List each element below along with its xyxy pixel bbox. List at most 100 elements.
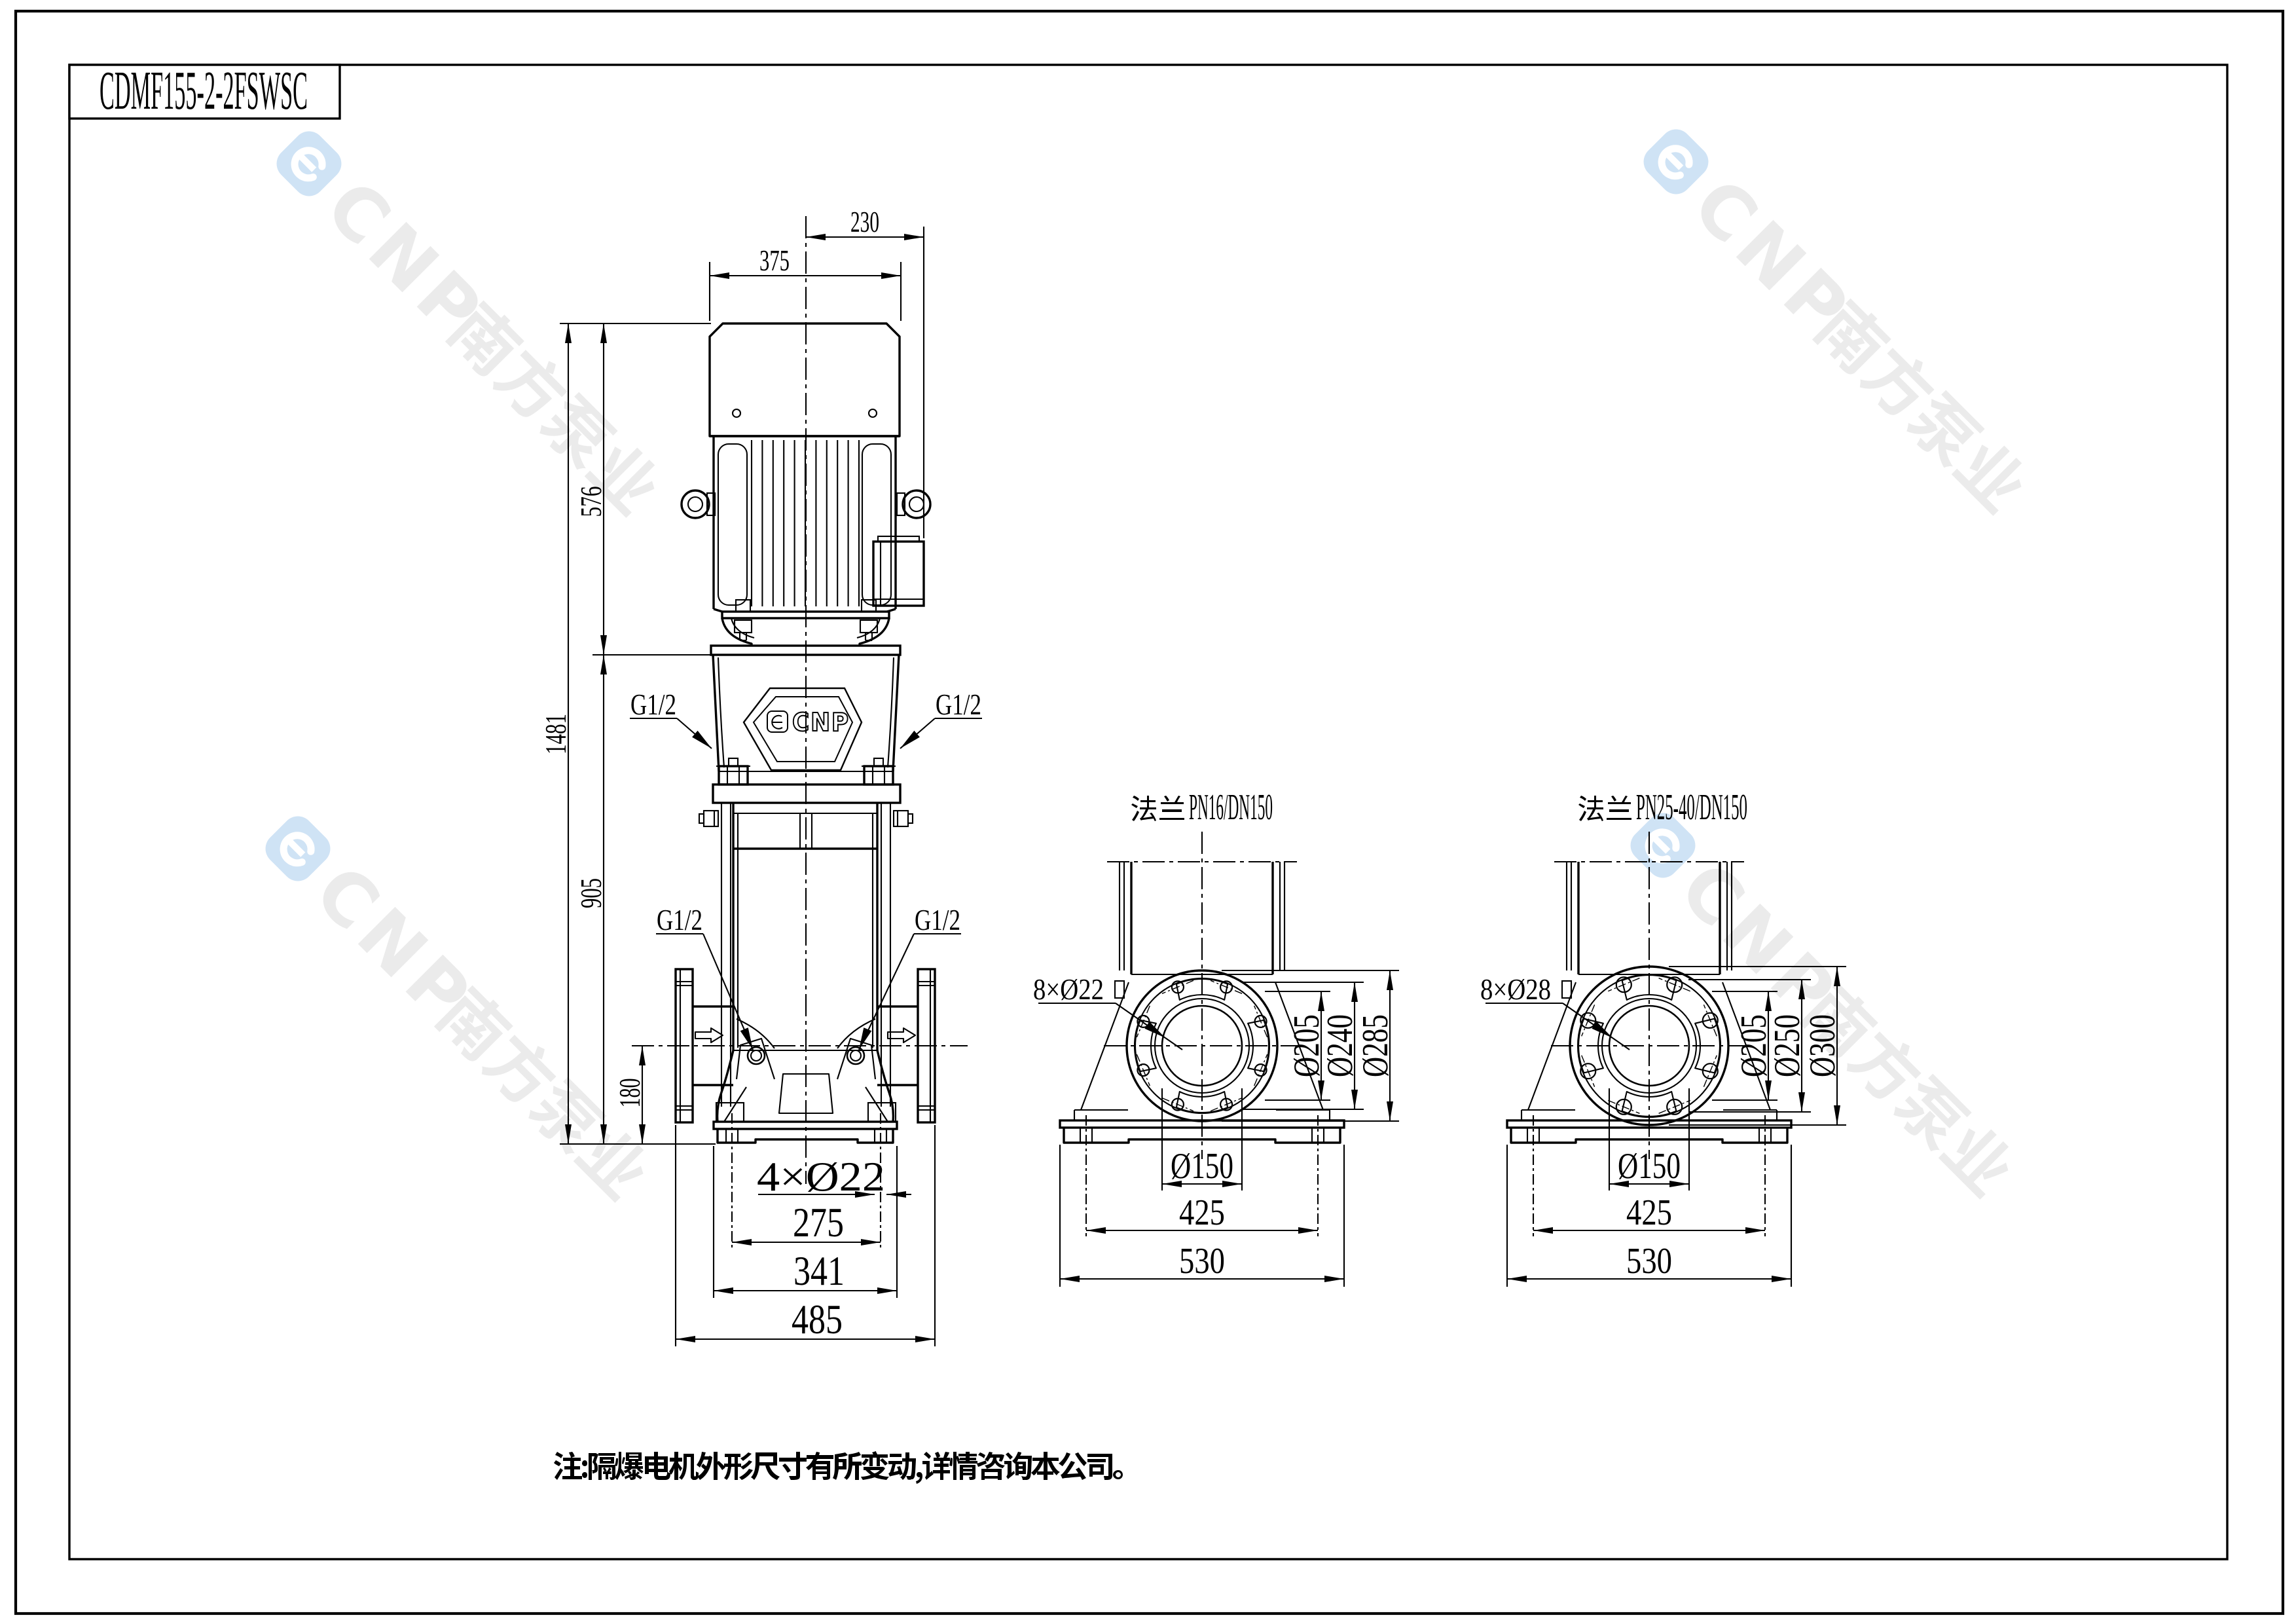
bolt-hole <box>1171 1098 1185 1111</box>
cnp-logo-watermark-icon <box>1637 123 1715 201</box>
bedplate <box>1506 1115 1793 1236</box>
bolt-hole <box>1580 1063 1597 1080</box>
dim-arrow <box>1507 1276 1527 1282</box>
bolt-hole <box>1615 976 1632 993</box>
dim-arrow <box>915 1336 935 1342</box>
dim-arrow <box>1060 1276 1080 1282</box>
watermark-company-text <box>443 297 668 519</box>
bolt-hole <box>1219 980 1233 994</box>
dim-arrow <box>600 655 607 674</box>
tie-rods <box>715 803 897 1123</box>
page-borders <box>14 9 2285 1615</box>
dim-base-width: 530 <box>1626 1241 1672 1282</box>
dim-arrow <box>714 1287 733 1294</box>
watermark-rotated-group: CNP <box>249 800 657 1204</box>
dim-arrow <box>1387 970 1393 990</box>
dim-arrow <box>1609 1181 1629 1187</box>
dim-motor-section-height: 576 <box>575 487 608 517</box>
dim-bolt-circle-diameter: Ø250 <box>1767 1014 1808 1077</box>
watermark-brand-text: CNP <box>310 164 501 356</box>
motor-flange <box>721 599 890 642</box>
dim-arrow <box>806 234 826 240</box>
dim-spigot-diameter: Ø205 <box>1734 1014 1774 1077</box>
bolt-hole <box>1666 976 1683 993</box>
dim-outer-diameter: Ø285 <box>1355 1014 1396 1077</box>
dim-total-height: 1481 <box>539 714 572 754</box>
dim-arrow <box>1772 1276 1791 1282</box>
port-label-upper-right: G1/2 <box>936 688 981 721</box>
dim-arrow <box>1798 980 1805 999</box>
cnp-logo-watermark-icon <box>270 125 348 203</box>
flange-view-1-dimensions: 8×Ø22 Ø205 Ø240 Ø285 Ø150 425 530 <box>1033 969 1399 1287</box>
port-label-lower-left: G1/2 <box>657 904 702 936</box>
bedplate <box>712 1113 898 1247</box>
flange-face <box>1569 965 1730 1126</box>
flange-title-spec: PN25-40/DN150 <box>1636 787 1747 828</box>
outer-border <box>14 9 2285 1615</box>
dim-pump-section-height: 905 <box>575 878 608 908</box>
dim-arrow <box>900 730 920 748</box>
dim-arrow <box>1351 1090 1358 1109</box>
flange-bore-circle <box>1608 1005 1690 1087</box>
port-label-lower-right: G1/2 <box>915 904 960 936</box>
watermark-3: CNP <box>249 800 657 1204</box>
dim-arrow <box>1834 967 1840 986</box>
lifting-eyebolts <box>680 489 932 519</box>
flange-title-cn <box>1131 796 1184 821</box>
dim-bolt-holes: 8×Ø28 <box>1480 973 1551 1006</box>
dim-arrow <box>565 323 572 343</box>
watermark-brand-text: CNP <box>1677 162 1868 354</box>
dim-spigot-diameter: Ø205 <box>1286 1014 1327 1077</box>
dim-anchor-pitch: 425 <box>1626 1192 1672 1233</box>
dim-arrow <box>710 272 729 279</box>
bolt-hole <box>1702 1063 1719 1080</box>
dim-arrow <box>855 1191 875 1198</box>
flange-title-cn-glyphs <box>1578 796 1631 821</box>
bolt-hole <box>1137 1063 1150 1077</box>
dim-anchor-pitch: 425 <box>1179 1192 1225 1233</box>
port-label-upper-left: G1/2 <box>630 688 676 721</box>
dim-arrow <box>1745 1227 1765 1234</box>
dim-arrow <box>1324 1276 1344 1282</box>
dim-base-length: 341 <box>793 1247 845 1294</box>
flange-view-2: PN25-40/DN150 8×Ø28 Ø205 Ø250 Ø300 Ø150 … <box>1480 787 1846 1287</box>
dim-arrow <box>1298 1227 1318 1234</box>
bolt-hole <box>1219 1098 1233 1111</box>
dim-arrow <box>692 730 712 748</box>
watermark-brand-text: CNP <box>1664 846 1855 1038</box>
watermark-1: CNP <box>260 115 668 519</box>
dim-arrow <box>1318 991 1324 1011</box>
bolt-hole <box>1702 1012 1719 1029</box>
flange-face <box>1125 969 1279 1122</box>
watermark-company-text <box>1797 978 2022 1200</box>
dim-arrow <box>861 1239 881 1246</box>
cnp-logo-watermark-icon <box>259 810 337 888</box>
terminal-box <box>872 535 925 607</box>
dim-arrow <box>600 1124 607 1144</box>
title-box <box>68 64 341 120</box>
dim-base-holes: 4×Ø22 <box>757 1153 885 1200</box>
dim-bolt-holes: 8×Ø22 <box>1033 973 1104 1006</box>
pump-head-flange <box>712 783 902 804</box>
motor-fan-cover <box>708 322 901 437</box>
flange-bore-circle <box>1161 1005 1243 1087</box>
dim-arrow <box>1533 1227 1553 1234</box>
watermark-company-glyph <box>1951 433 2035 517</box>
bolt-hole <box>1254 1063 1267 1077</box>
bolt-hole <box>1254 1014 1267 1029</box>
dim-arrow <box>676 1336 695 1342</box>
motor-body <box>712 435 897 613</box>
dim-arrow <box>1834 1105 1840 1125</box>
flange-title-spec: PN16/DN150 <box>1189 787 1273 828</box>
note-text <box>554 1451 1123 1484</box>
flange-title-cn <box>1578 796 1631 821</box>
flange-view-2-dimensions: 8×Ø28 Ø205 Ø250 Ø300 Ø150 425 530 <box>1480 965 1846 1287</box>
bedplate <box>1059 1115 1345 1236</box>
bolt-hole <box>1580 1012 1597 1029</box>
dim-arrow <box>1162 1181 1182 1187</box>
dim-arrow <box>1086 1227 1106 1234</box>
dim-arrow <box>600 323 607 343</box>
dim-arrow <box>1765 991 1772 1011</box>
